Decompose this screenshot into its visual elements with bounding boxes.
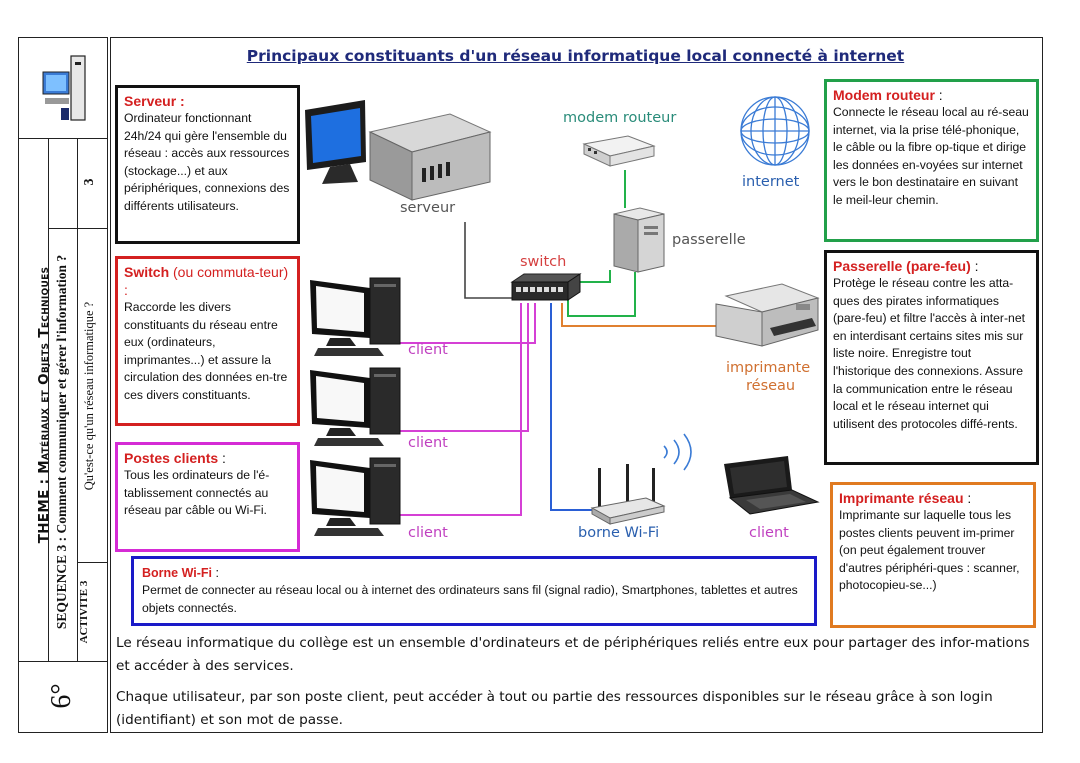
box-switch-text: Raccorde les divers constituants du rése…: [124, 300, 288, 402]
box-passerelle-title-main: Passerelle (pare-feu): [833, 258, 971, 274]
globe-icon: [738, 94, 812, 172]
box-modem-title-main: Modem routeur: [833, 87, 935, 103]
imprimante-label-1: imprimante: [726, 360, 811, 376]
imprimante-label-2: réseau: [746, 378, 796, 394]
box-imprimante-title: Imprimante réseau :: [839, 489, 1027, 507]
laptop-icon: [718, 454, 820, 520]
footer: Le réseau informatique du collège est un…: [116, 632, 1034, 732]
box-switch-title: Switch (ou commuta-teur) :: [124, 263, 291, 299]
box-serveur-title: Serveur :: [124, 93, 185, 109]
box-borne: Borne Wi-Fi : Permet de connecter au rés…: [131, 556, 817, 626]
desktop-computer-icon: [308, 366, 408, 452]
box-modem-title: Modem routeur :: [833, 86, 1030, 104]
box-switch-title-rest: (ou commuta-teur) :: [124, 264, 289, 298]
box-postes-title-main: Postes clients: [124, 450, 219, 466]
box-passerelle-text: Protège le réseau contre les atta-ques d…: [833, 276, 1025, 431]
computer-logo-icon: [41, 52, 89, 124]
main-frame: [110, 37, 1043, 733]
passerelle-label: passerelle: [672, 232, 746, 248]
footer-paragraph-2: Chaque utilisateur, par son poste client…: [116, 689, 993, 728]
client-label-4: client: [749, 525, 789, 541]
box-borne-title-main: Borne Wi-Fi: [142, 566, 213, 580]
box-postes-title: Postes clients :: [124, 449, 291, 467]
box-imprimante-title-main: Imprimante réseau: [839, 490, 964, 506]
box-passerelle: Passerelle (pare-feu) : Protège le résea…: [824, 250, 1039, 465]
desktop-computer-icon: [308, 276, 408, 362]
page-title: Principaux constituants d'un réseau info…: [246, 47, 905, 65]
box-serveur-text: Ordinateur fonctionnant 24h/24 qui gère …: [124, 111, 290, 213]
desktop-computer-icon: [308, 456, 408, 542]
footer-paragraph-1: Le réseau informatique du collège est un…: [116, 635, 1030, 674]
box-postes: Postes clients : Tous les ordinateurs de…: [115, 442, 300, 552]
box-modem-text: Connecte le réseau local au ré-seau inte…: [833, 105, 1029, 207]
box-switch: Switch (ou commuta-teur) : Raccorde les …: [115, 256, 300, 426]
client-label-1: client: [408, 342, 448, 358]
modem-router-icon: [578, 132, 658, 176]
box-postes-text: Tous les ordinateurs de l'é-tablissement…: [124, 468, 270, 518]
box-passerelle-title-suffix: :: [970, 258, 979, 274]
switch-label: switch: [520, 254, 567, 270]
box-modem: Modem routeur : Connecte le réseau local…: [824, 79, 1039, 242]
box-serveur: Serveur : Ordinateur fonctionnant 24h/24…: [115, 85, 300, 244]
box-switch-title-main: Switch: [124, 264, 170, 280]
wifi-waves-icon: [656, 430, 706, 482]
client-label-3: client: [408, 525, 448, 541]
wifi-access-point-icon: [590, 462, 666, 532]
box-passerelle-title: Passerelle (pare-feu) :: [833, 257, 1030, 275]
box-borne-text: Permet de connecter au réseau local ou à…: [142, 583, 798, 615]
sidebar: THEME : Matériaux et Objets Techniques S…: [18, 37, 108, 733]
box-borne-title: Borne Wi-Fi :: [142, 565, 806, 582]
box-borne-title-suffix: :: [212, 566, 219, 580]
box-postes-title-suffix: :: [218, 450, 226, 466]
box-imprimante-title-suffix: :: [963, 490, 972, 506]
box-imprimante: Imprimante réseau : Imprimante sur laque…: [830, 482, 1036, 628]
borne-label: borne Wi-Fi: [578, 525, 660, 541]
server-icon: [300, 92, 500, 211]
printer-icon: [712, 282, 822, 356]
switch-icon: [510, 272, 582, 310]
serveur-label: serveur: [400, 200, 456, 216]
internet-label: internet: [742, 174, 800, 190]
client-label-2: client: [408, 435, 448, 451]
gateway-tower-icon: [610, 204, 668, 278]
modem-label: modem routeur: [563, 110, 677, 126]
box-modem-title-suffix: :: [934, 87, 943, 103]
box-imprimante-text: Imprimante sur laquelle tous les postes …: [839, 508, 1020, 593]
